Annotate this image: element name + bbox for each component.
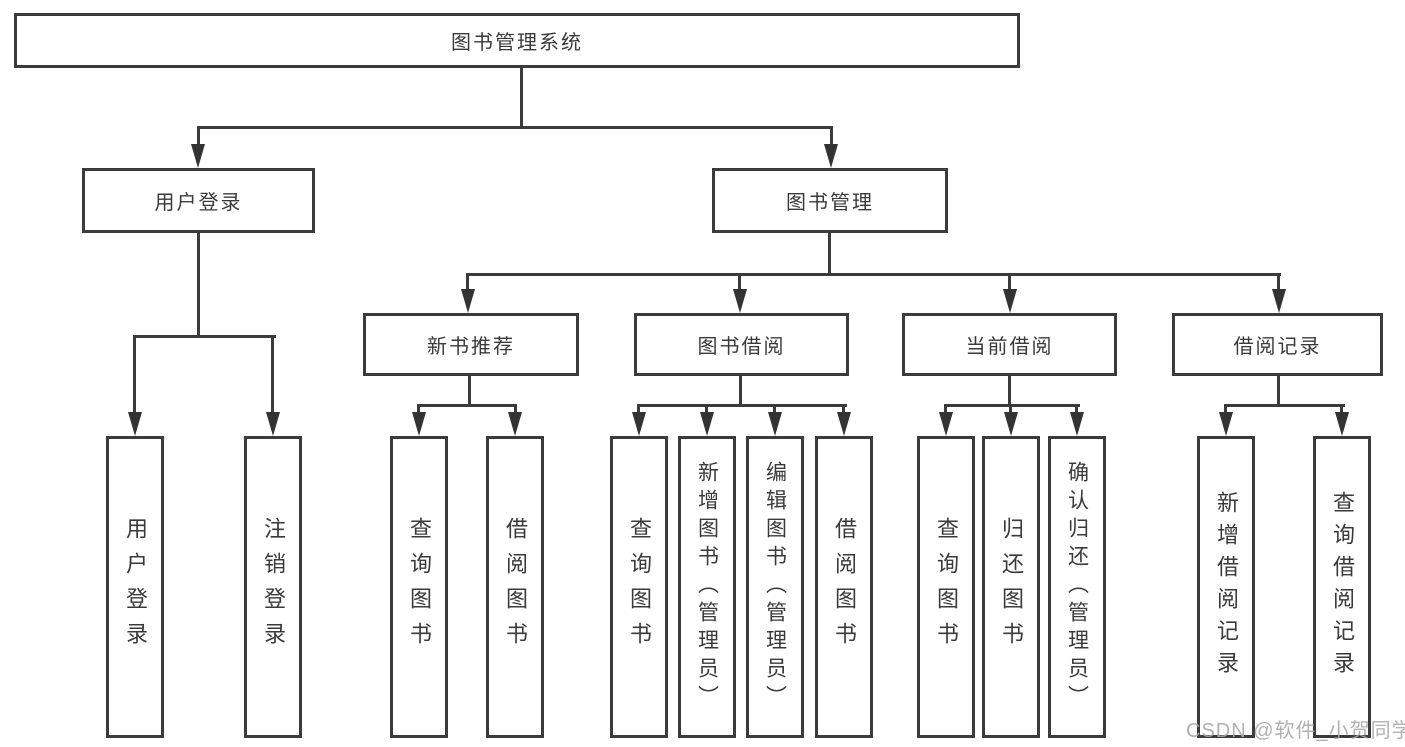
leaf-borrow-book-2: 借阅图书 xyxy=(815,436,873,738)
leaf-query-book-3: 查询图书 xyxy=(917,436,975,738)
connector-arrowhead xyxy=(824,144,838,168)
leaf-borrow-book-2-label: 借阅图书 xyxy=(832,517,857,657)
connector-line xyxy=(1224,404,1227,414)
connector-arrowhead xyxy=(266,412,280,436)
leaf-edit-book-admin-label: 编辑图书（管理员） xyxy=(763,461,787,713)
node-book-management-label: 图书管理 xyxy=(786,192,874,214)
connector-arrowhead xyxy=(733,289,747,313)
connector-line xyxy=(1075,404,1078,414)
connector-arrowhead xyxy=(1272,289,1286,313)
connector-line xyxy=(1277,376,1280,406)
connector-line xyxy=(417,404,517,407)
connector-arrowhead xyxy=(412,412,426,436)
connector-arrowhead xyxy=(461,289,475,313)
node-new-book-recommend-label: 新书推荐 xyxy=(427,336,515,358)
leaf-confirm-return-admin: 确认归还（管理员） xyxy=(1048,436,1106,738)
connector-line xyxy=(1009,404,1012,414)
leaf-borrow-book-1-label: 借阅图书 xyxy=(503,517,528,657)
connector-arrowhead xyxy=(1335,412,1349,436)
connector-line xyxy=(828,233,831,275)
leaf-confirm-return-admin-label: 确认归还（管理员） xyxy=(1065,461,1089,713)
connector-line xyxy=(842,404,845,414)
connector-arrowhead xyxy=(508,412,522,436)
node-user-login-label: 用户登录 xyxy=(154,192,243,214)
connector-arrowhead xyxy=(632,412,646,436)
connector-line xyxy=(417,404,420,414)
connector-line xyxy=(1008,273,1011,291)
connector-line xyxy=(1224,404,1345,407)
leaf-query-book-2-label: 查询图书 xyxy=(627,517,652,657)
connector-line xyxy=(133,335,136,414)
leaf-query-book-3-label: 查询图书 xyxy=(934,517,959,657)
leaf-query-borrow-record: 查询借阅记录 xyxy=(1313,436,1371,738)
leaf-borrow-book-1: 借阅图书 xyxy=(486,436,544,738)
connector-line xyxy=(773,404,776,414)
connector-line xyxy=(738,273,741,291)
leaf-logout-label: 注销登录 xyxy=(261,517,286,657)
leaf-query-book-2: 查询图书 xyxy=(610,436,668,738)
connector-arrowhead xyxy=(1219,412,1233,436)
connector-line xyxy=(133,335,276,338)
connector-line xyxy=(466,273,469,291)
leaf-query-borrow-record-label: 查询借阅记录 xyxy=(1330,491,1355,683)
connector-line xyxy=(197,126,200,146)
connector-line xyxy=(197,233,200,337)
node-root: 图书管理系统 xyxy=(14,13,1020,68)
connector-arrowhead xyxy=(1070,412,1084,436)
csdn-watermark: CSDN @软件_小贺同学 xyxy=(1186,720,1405,742)
node-current-borrow: 当前借阅 xyxy=(902,313,1117,376)
connector-line xyxy=(637,404,847,407)
node-current-borrow-label: 当前借阅 xyxy=(965,336,1054,358)
connector-line xyxy=(739,376,742,406)
connector-line xyxy=(468,376,471,406)
leaf-return-book-label: 归还图书 xyxy=(999,517,1024,657)
connector-line xyxy=(197,126,833,129)
node-new-book-recommend: 新书推荐 xyxy=(363,313,579,376)
connector-arrowhead xyxy=(191,144,205,168)
connector-line xyxy=(944,404,1080,407)
leaf-add-borrow-record: 新增借阅记录 xyxy=(1197,436,1255,738)
connector-arrowhead xyxy=(700,412,714,436)
node-user-login: 用户登录 xyxy=(82,168,315,233)
leaf-edit-book-admin: 编辑图书（管理员） xyxy=(746,436,804,738)
connector-line xyxy=(271,335,274,414)
connector-line xyxy=(514,404,517,414)
connector-line xyxy=(520,68,523,128)
connector-line xyxy=(1008,376,1011,406)
node-book-borrow: 图书借阅 xyxy=(634,313,849,376)
leaf-query-book-1-label: 查询图书 xyxy=(407,517,432,657)
node-borrow-record: 借阅记录 xyxy=(1172,313,1383,376)
connector-line xyxy=(830,126,833,146)
leaf-add-borrow-record-label: 新增借阅记录 xyxy=(1214,491,1239,683)
leaf-add-book-admin-label: 新增图书（管理员） xyxy=(695,461,719,713)
connector-line xyxy=(466,273,1281,276)
connector-line xyxy=(1277,273,1280,291)
leaf-add-book-admin: 新增图书（管理员） xyxy=(678,436,736,738)
connector-arrowhead xyxy=(1003,289,1017,313)
connector-line xyxy=(637,404,640,414)
node-book-management: 图书管理 xyxy=(712,168,948,233)
connector-arrowhead xyxy=(128,412,142,436)
node-book-borrow-label: 图书借阅 xyxy=(697,336,786,358)
connector-line xyxy=(944,404,947,414)
leaf-user-login: 用户登录 xyxy=(106,436,164,738)
connector-arrowhead xyxy=(768,412,782,436)
connector-line xyxy=(705,404,708,414)
leaf-return-book: 归还图书 xyxy=(982,436,1040,738)
connector-arrowhead xyxy=(837,412,851,436)
leaf-user-login-label: 用户登录 xyxy=(123,517,148,657)
connector-arrowhead xyxy=(1004,412,1018,436)
leaf-logout: 注销登录 xyxy=(244,436,302,738)
node-borrow-record-label: 借阅记录 xyxy=(1233,336,1322,358)
leaf-query-book-1: 查询图书 xyxy=(390,436,448,738)
node-root-label: 图书管理系统 xyxy=(451,32,583,54)
connector-line xyxy=(1340,404,1343,414)
connector-arrowhead xyxy=(939,412,953,436)
